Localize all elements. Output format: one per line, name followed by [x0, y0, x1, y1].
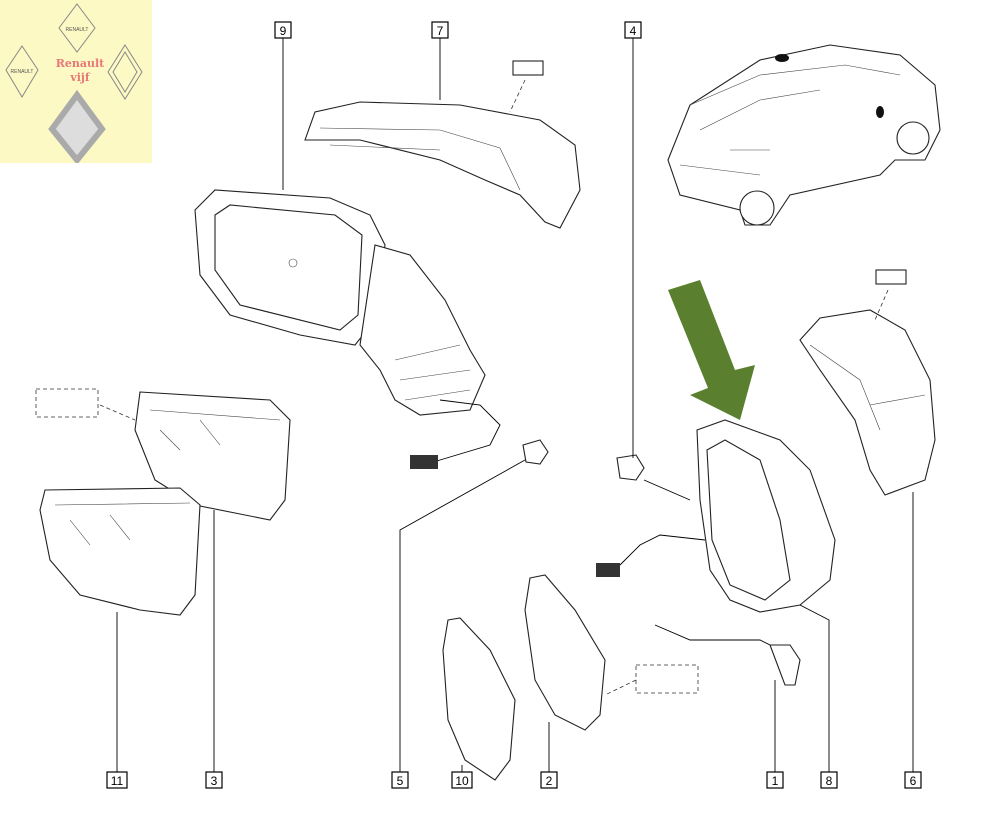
part-8-mirror-housing [596, 419, 836, 686]
svg-text:11: 11 [111, 774, 124, 788]
part-7-mirror-cover [304, 60, 581, 229]
callout-5[interactable]: 5 [391, 771, 409, 789]
svg-text:3: 3 [211, 774, 218, 788]
callout-8[interactable]: 8 [820, 771, 838, 789]
svg-text:1: 1 [772, 774, 779, 788]
callout-11[interactable]: 11 [106, 771, 128, 789]
svg-text:9: 9 [280, 24, 287, 38]
part-5-nut [522, 439, 549, 465]
svg-text:4: 4 [630, 24, 637, 38]
renault-emblems-icon: RENAULT RENAULT [5, 3, 143, 165]
part-10-mirror-glass [442, 617, 516, 781]
part-2-mirror-glass [524, 574, 699, 731]
car-illustration [667, 44, 941, 226]
callout-3[interactable]: 3 [205, 771, 223, 789]
part-11-mirror-glass [39, 487, 201, 616]
logo-line1: Renault [55, 57, 105, 70]
callout-1[interactable]: 1 [766, 771, 784, 789]
callout-2[interactable]: 2 [540, 771, 558, 789]
callout-6[interactable]: 6 [904, 771, 922, 789]
callout-9[interactable]: 9 [274, 21, 292, 39]
renault-logo: RENAULT RENAULT Renault vijf [0, 0, 152, 165]
svg-text:5: 5 [397, 774, 404, 788]
logo-text: Renault vijf [40, 57, 120, 85]
callout-10[interactable]: 10 [451, 771, 473, 789]
svg-text:10: 10 [455, 774, 469, 788]
part-9-mirror-assembly [194, 189, 501, 469]
direction-arrow-icon [668, 280, 755, 420]
svg-text:7: 7 [437, 24, 444, 38]
callout-7[interactable]: 7 [431, 21, 449, 39]
part-6-mirror-cover [799, 269, 936, 496]
svg-text:2: 2 [546, 774, 553, 788]
svg-text:RENAULT: RENAULT [11, 69, 34, 75]
part-4-nut [616, 454, 645, 481]
callout-4[interactable]: 4 [624, 21, 642, 39]
leader-lines [116, 38, 914, 772]
svg-text:RENAULT: RENAULT [66, 27, 89, 33]
svg-text:6: 6 [910, 774, 917, 788]
logo-line2: vijf [70, 71, 90, 84]
svg-text:8: 8 [826, 774, 833, 788]
